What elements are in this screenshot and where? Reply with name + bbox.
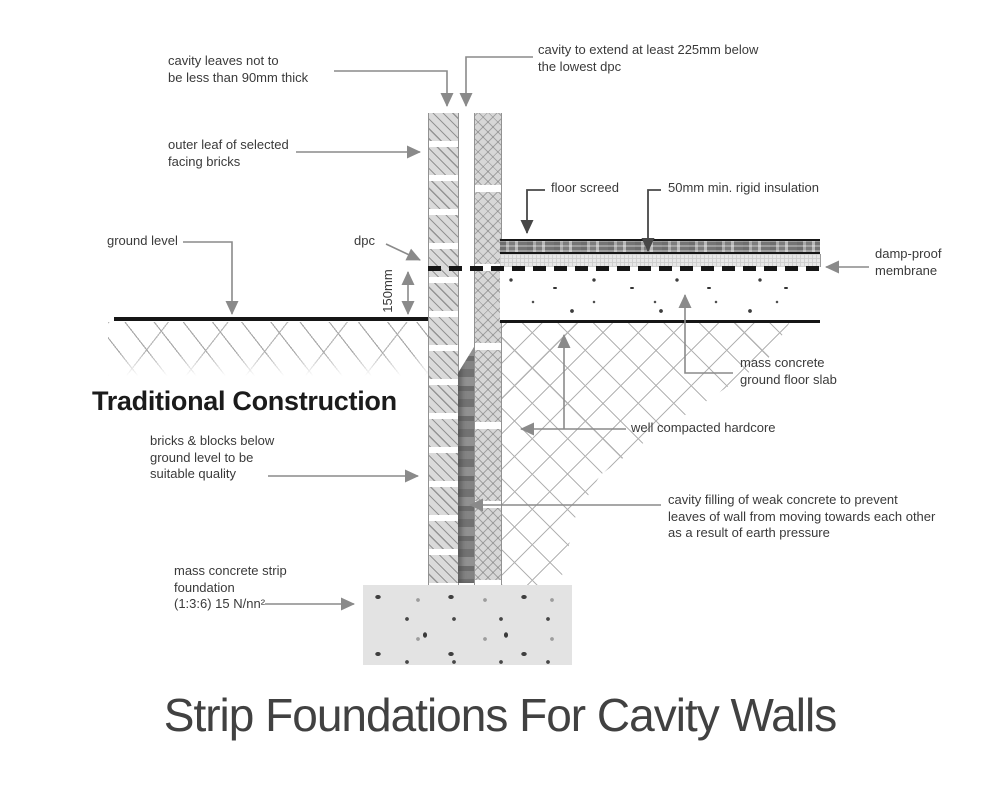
diagram-title: Strip Foundations For Cavity Walls bbox=[163, 689, 837, 741]
leader-cavity-extend bbox=[459, 56, 533, 107]
earth-hatch bbox=[108, 322, 428, 376]
ground-floor-slab bbox=[500, 271, 820, 320]
leader-floor-screed bbox=[520, 189, 545, 234]
annotation-insulation: 50mm min. rigid insulation bbox=[668, 180, 820, 195]
floor-screed-layer bbox=[500, 239, 820, 254]
annotation-hardcore: well compacted hardcore bbox=[631, 420, 776, 435]
annotation-cavity-leaves: cavity leaves not to be less than 90mm t… bbox=[168, 53, 309, 85]
dpm-dashed-line bbox=[428, 266, 820, 271]
leader-ground-level bbox=[183, 241, 239, 315]
annotation-cavity-fill: cavity filling of weak concrete to preve… bbox=[668, 492, 936, 540]
annotation-outer-leaf: outer leaf of selected facing bricks bbox=[168, 137, 289, 169]
ground-level-line bbox=[114, 317, 429, 321]
annotation-bricks-below: bricks & blocks below ground level to be… bbox=[150, 433, 275, 481]
annotation-slab: mass concrete ground floor slab bbox=[740, 355, 837, 387]
annotation-floor-screed: floor screed bbox=[551, 180, 619, 195]
annotation-dpm: damp-proof membrane bbox=[875, 246, 942, 278]
section-label: Traditional Construction bbox=[92, 386, 397, 416]
annotation-cavity-extend: cavity to extend at least 225mm below th… bbox=[538, 42, 759, 74]
strip-foundation bbox=[363, 585, 572, 665]
leader-cavity-leaves bbox=[334, 70, 454, 107]
leader-insulation bbox=[641, 189, 661, 252]
slab-bottom-line bbox=[500, 320, 820, 323]
wall-cavity-fill bbox=[458, 347, 474, 583]
leader-slab bbox=[678, 294, 733, 374]
leader-dpc bbox=[385, 243, 421, 261]
annotation-foundation: mass concrete strip foundation (1:3:6) 1… bbox=[174, 563, 287, 611]
insulation-layer bbox=[500, 254, 821, 267]
wall-outer-leaf bbox=[428, 113, 459, 585]
annotation-ground-level: ground level bbox=[107, 233, 178, 248]
annotation-dpc: dpc bbox=[354, 233, 375, 248]
